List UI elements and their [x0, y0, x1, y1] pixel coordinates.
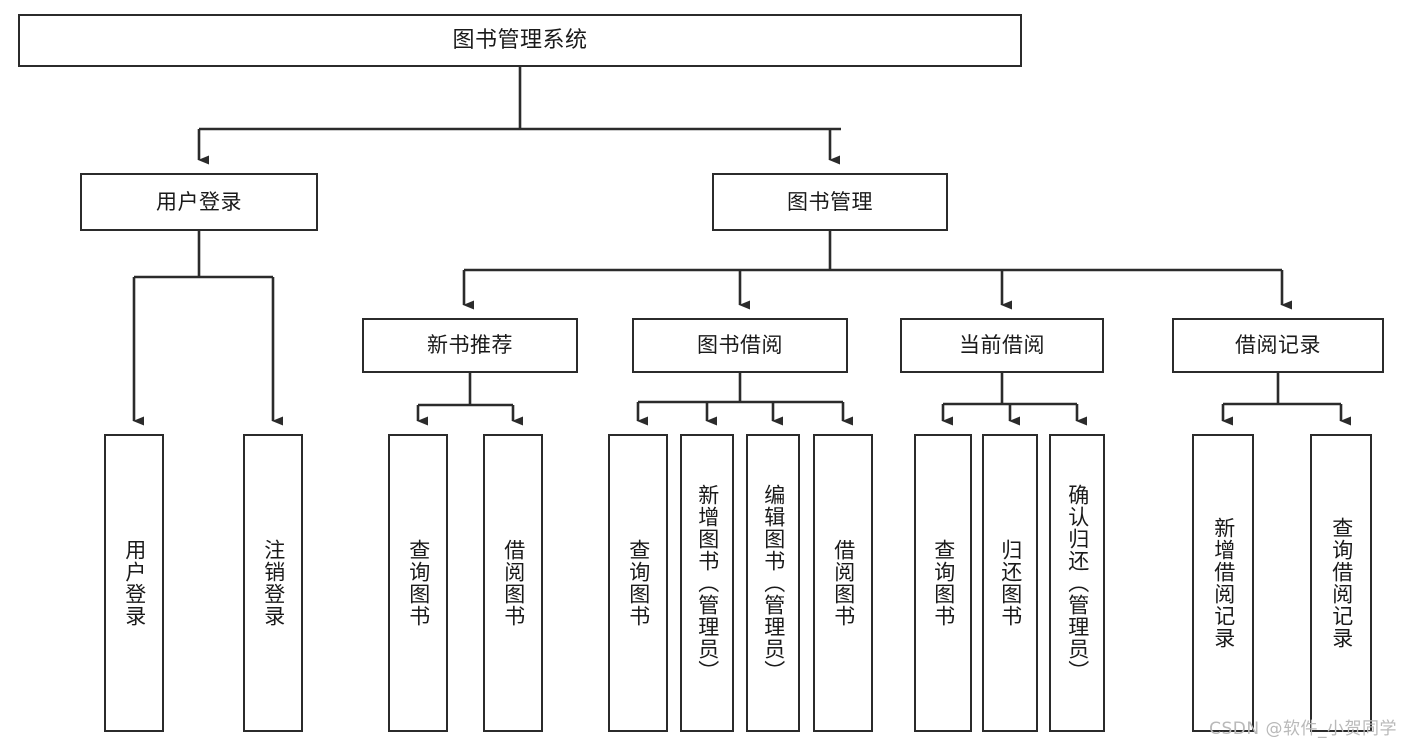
node-book-borrow[interactable]: 图书借阅 — [632, 318, 848, 373]
node-new-book-recommend[interactable]: 新书推荐 — [362, 318, 578, 373]
node-label: 借阅图书 — [501, 539, 526, 627]
node-leaf-record-add-record[interactable]: 新增借阅记录 — [1192, 434, 1254, 732]
node-user-login[interactable]: 用户登录 — [80, 173, 318, 231]
node-label: 查询图书 — [626, 539, 651, 627]
node-label: 图书管理系统 — [452, 27, 588, 53]
node-leaf-borrow-borrow-book[interactable]: 借阅图书 — [813, 434, 873, 732]
node-leaf-current-query-book[interactable]: 查询图书 — [914, 434, 972, 732]
node-label: 查询借阅记录 — [1329, 517, 1354, 649]
node-label: 用户登录 — [156, 189, 242, 214]
node-label: 当前借阅 — [959, 333, 1045, 358]
node-label: 新书推荐 — [427, 333, 513, 358]
node-current-borrow[interactable]: 当前借阅 — [900, 318, 1104, 373]
node-label: 用户登录 — [122, 539, 147, 627]
node-borrow-record[interactable]: 借阅记录 — [1172, 318, 1384, 373]
node-label: 确认归还（管理员） — [1065, 484, 1090, 682]
node-leaf-recommend-query-book[interactable]: 查询图书 — [388, 434, 448, 732]
node-leaf-current-confirm-return[interactable]: 确认归还（管理员） — [1049, 434, 1105, 732]
node-leaf-user-login[interactable]: 用户登录 — [104, 434, 164, 732]
node-leaf-current-return-book[interactable]: 归还图书 — [982, 434, 1038, 732]
node-label: 查询图书 — [931, 539, 956, 627]
node-leaf-user-logout[interactable]: 注销登录 — [243, 434, 303, 732]
node-label: 归还图书 — [998, 539, 1023, 627]
node-book-manage[interactable]: 图书管理 — [712, 173, 948, 231]
node-leaf-borrow-edit-book[interactable]: 编辑图书（管理员） — [746, 434, 800, 732]
node-label: 注销登录 — [261, 539, 286, 627]
node-leaf-borrow-add-book[interactable]: 新增图书（管理员） — [680, 434, 734, 732]
node-leaf-record-query-record[interactable]: 查询借阅记录 — [1310, 434, 1372, 732]
node-label: 查询图书 — [406, 539, 431, 627]
csdn-watermark: CSDN @软件_小贺同学 — [1209, 719, 1397, 739]
node-label: 借阅图书 — [831, 539, 856, 627]
node-label: 图书借阅 — [697, 333, 783, 358]
node-label: 新增借阅记录 — [1211, 517, 1236, 649]
node-label: 借阅记录 — [1235, 333, 1321, 358]
node-root-book-management-system[interactable]: 图书管理系统 — [18, 14, 1022, 67]
node-leaf-recommend-borrow-book[interactable]: 借阅图书 — [483, 434, 543, 732]
node-leaf-borrow-query-book[interactable]: 查询图书 — [608, 434, 668, 732]
node-label: 图书管理 — [787, 189, 873, 214]
node-label: 编辑图书（管理员） — [761, 484, 786, 682]
node-label: 新增图书（管理员） — [695, 484, 720, 682]
